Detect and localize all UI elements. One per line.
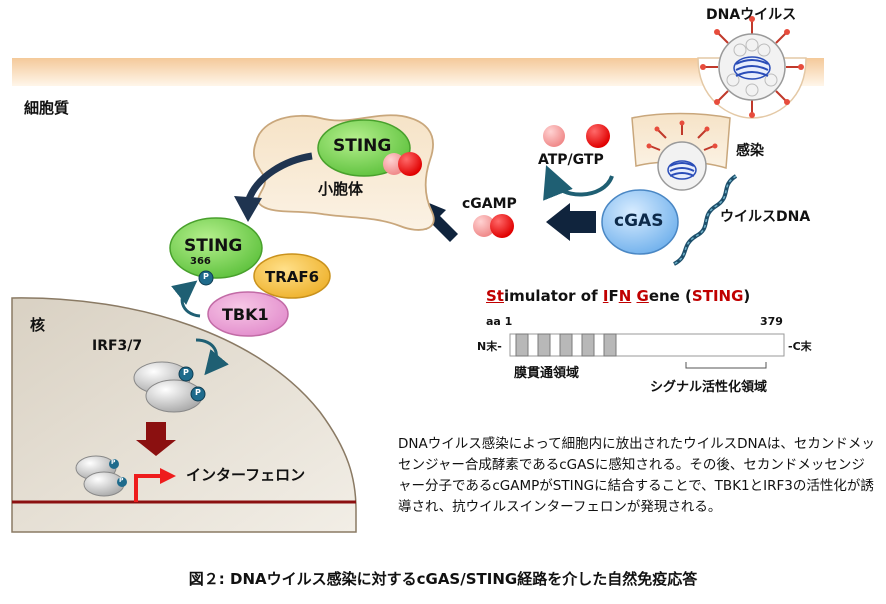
transmembrane-segments [515, 333, 617, 357]
sting-activated [169, 217, 263, 279]
nucleus-label: 核 [30, 316, 46, 334]
tbk1-phosphorylates-sting-arrow [171, 280, 201, 318]
title-part: I [602, 287, 609, 305]
tbk1-phosphorylates-irf-arrow [195, 338, 229, 376]
cgamp-molecule-a [473, 215, 495, 237]
title-part: STING [691, 287, 744, 305]
n-terminus-label: N末- [477, 340, 502, 353]
phospho-site-sting [198, 270, 214, 286]
infecting-virus-icon [646, 120, 718, 191]
figure-caption: 図２: DNAウイルス感染に対するcGAS/STING経路を介した自然免疫応答 [188, 570, 698, 588]
signal-domain-label: シグナル活性化領域 [650, 380, 768, 395]
signal-domain-bracket [685, 362, 767, 369]
bound-cgamp-b [398, 152, 422, 176]
title-part: F [608, 287, 619, 305]
arrow-cgas-to-cgamp [546, 203, 596, 241]
c-terminus-label: -C末 [788, 340, 812, 353]
nucleus [11, 297, 357, 533]
dna-virus-icon [700, 16, 804, 118]
sting-er-label: STING [333, 136, 392, 156]
title-part: N [618, 287, 632, 305]
title-part: imulator of [503, 287, 603, 305]
cgas-enzyme [601, 189, 679, 255]
phospho-site-bound-2 [117, 477, 127, 487]
sting-acronym-title: Stimulator of IFN Gene (STING) [486, 287, 750, 305]
viral-dna-strand-highlight [673, 175, 737, 265]
tbk1-label: TBK1 [222, 305, 269, 324]
transmembrane-label: 膜貫通領域 [514, 366, 580, 381]
phospho-mark-bound-2: P [119, 477, 124, 484]
title-part: ) [743, 287, 751, 305]
cgamp-label: cGAMP [462, 196, 517, 212]
infection-label: 感染 [736, 143, 764, 159]
phospho-site-bound-1 [109, 459, 119, 469]
phospho-mark-sting: P [203, 272, 209, 281]
arrow-er-to-sting-complex-head [234, 196, 262, 222]
atp-gtp-conversion-arrow [543, 165, 614, 201]
phospho-mark-bound-1: P [111, 459, 116, 466]
aa-start-label: aa 1 [486, 315, 513, 328]
atp-molecule [543, 125, 565, 147]
irf37-label: IRF3/7 [92, 338, 143, 354]
cgamp-molecule-b [490, 214, 514, 238]
arrow-er-to-sting-complex [244, 152, 313, 204]
title-part: G [636, 287, 649, 305]
cytoplasm-label: 細胞質 [24, 99, 70, 117]
gtp-molecule [586, 124, 610, 148]
sting-protein-bar [509, 333, 785, 357]
phospho-mark-irf-1: P [183, 368, 189, 377]
dna-virus-label: DNAウイルス [706, 7, 797, 23]
phospho-mark-irf-2: P [195, 388, 201, 397]
cgas-label: cGAS [614, 211, 664, 231]
phospho-site-irf-1 [178, 366, 194, 382]
plasma-membrane [12, 58, 824, 86]
aa-end-label: 379 [760, 315, 783, 328]
promoter-arrow-head [160, 468, 176, 484]
site-366-label: 366 [190, 256, 211, 267]
description-text: DNAウイルス感染によって細胞内に放出されたウイルスDNAは、セカンドメッセンジ… [398, 436, 875, 515]
title-part: St [486, 287, 504, 305]
vesicle-label: 小胞体 [318, 180, 364, 198]
phospho-site-irf-2 [190, 386, 206, 402]
irf-nuclear-translocation-arrow [136, 422, 176, 456]
atp-gtp-label: ATP/GTP [538, 152, 604, 168]
tbk1-kinase [207, 291, 289, 337]
traf6-label: TRAF6 [265, 268, 320, 286]
traf6-protein [253, 253, 331, 299]
viral-dna-label: ウイルスDNA [720, 209, 811, 225]
sting-label: STING [184, 236, 243, 256]
title-part: ene ( [648, 287, 692, 305]
interferon-label: インターフェロン [186, 466, 306, 484]
promoter-arrow [134, 474, 162, 502]
